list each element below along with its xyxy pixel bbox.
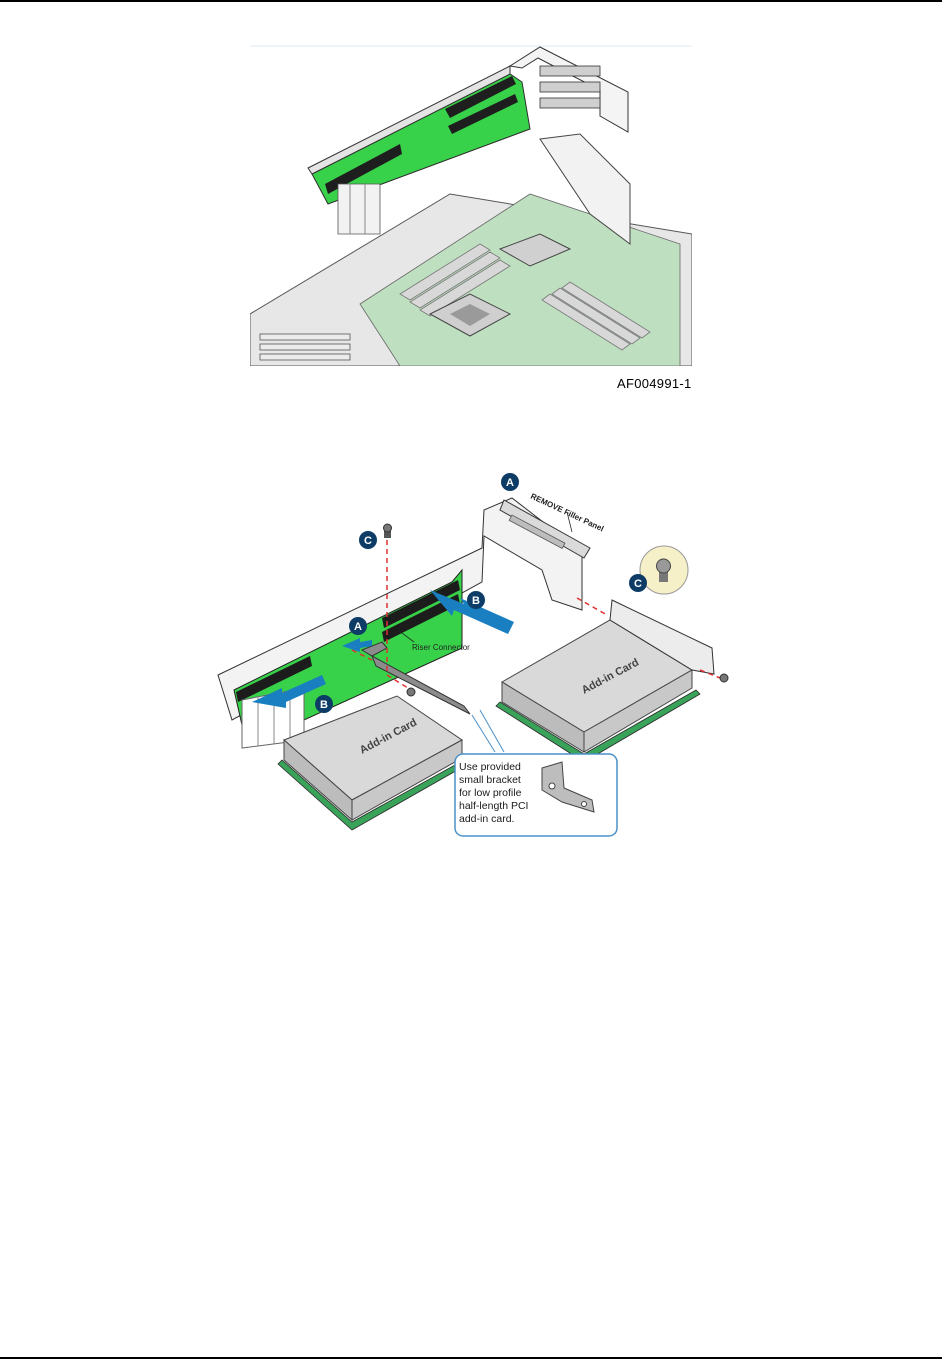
svg-text:B: B	[472, 595, 480, 607]
bracket-note-box	[454, 753, 618, 837]
arrow-icon	[342, 638, 372, 652]
screw-icon	[406, 687, 416, 697]
svg-text:A: A	[354, 621, 362, 633]
bracket-note-text: Use provided small bracket for low profi…	[459, 761, 529, 825]
arrow-icon	[252, 675, 326, 708]
addin-card-installation-illustration: A A B B C C REMOVE Filler Panel Riser Co…	[217, 473, 729, 837]
callout-a-top: A	[501, 473, 519, 491]
svg-text:C: C	[364, 535, 372, 547]
header-rule	[0, 0, 942, 2]
screw-icon	[383, 523, 392, 538]
arrow-icon	[430, 590, 514, 634]
callout-b-left: B	[315, 695, 333, 713]
screw-callout: C	[629, 545, 689, 595]
callout-c-left: C	[359, 531, 377, 549]
callout-a-mid: A	[349, 617, 367, 635]
footer-rule	[0, 1357, 942, 1359]
callout-b-right: B	[467, 591, 485, 609]
svg-text:A: A	[506, 477, 514, 489]
figure-code: AF004991-1	[617, 376, 692, 391]
riser-chassis-illustration	[250, 44, 692, 366]
svg-text:B: B	[320, 699, 328, 711]
screw-icon	[719, 673, 729, 683]
small-bracket-icon	[541, 761, 595, 813]
riser-connector-label: Riser Connector	[412, 643, 470, 652]
svg-text:C: C	[634, 578, 642, 590]
